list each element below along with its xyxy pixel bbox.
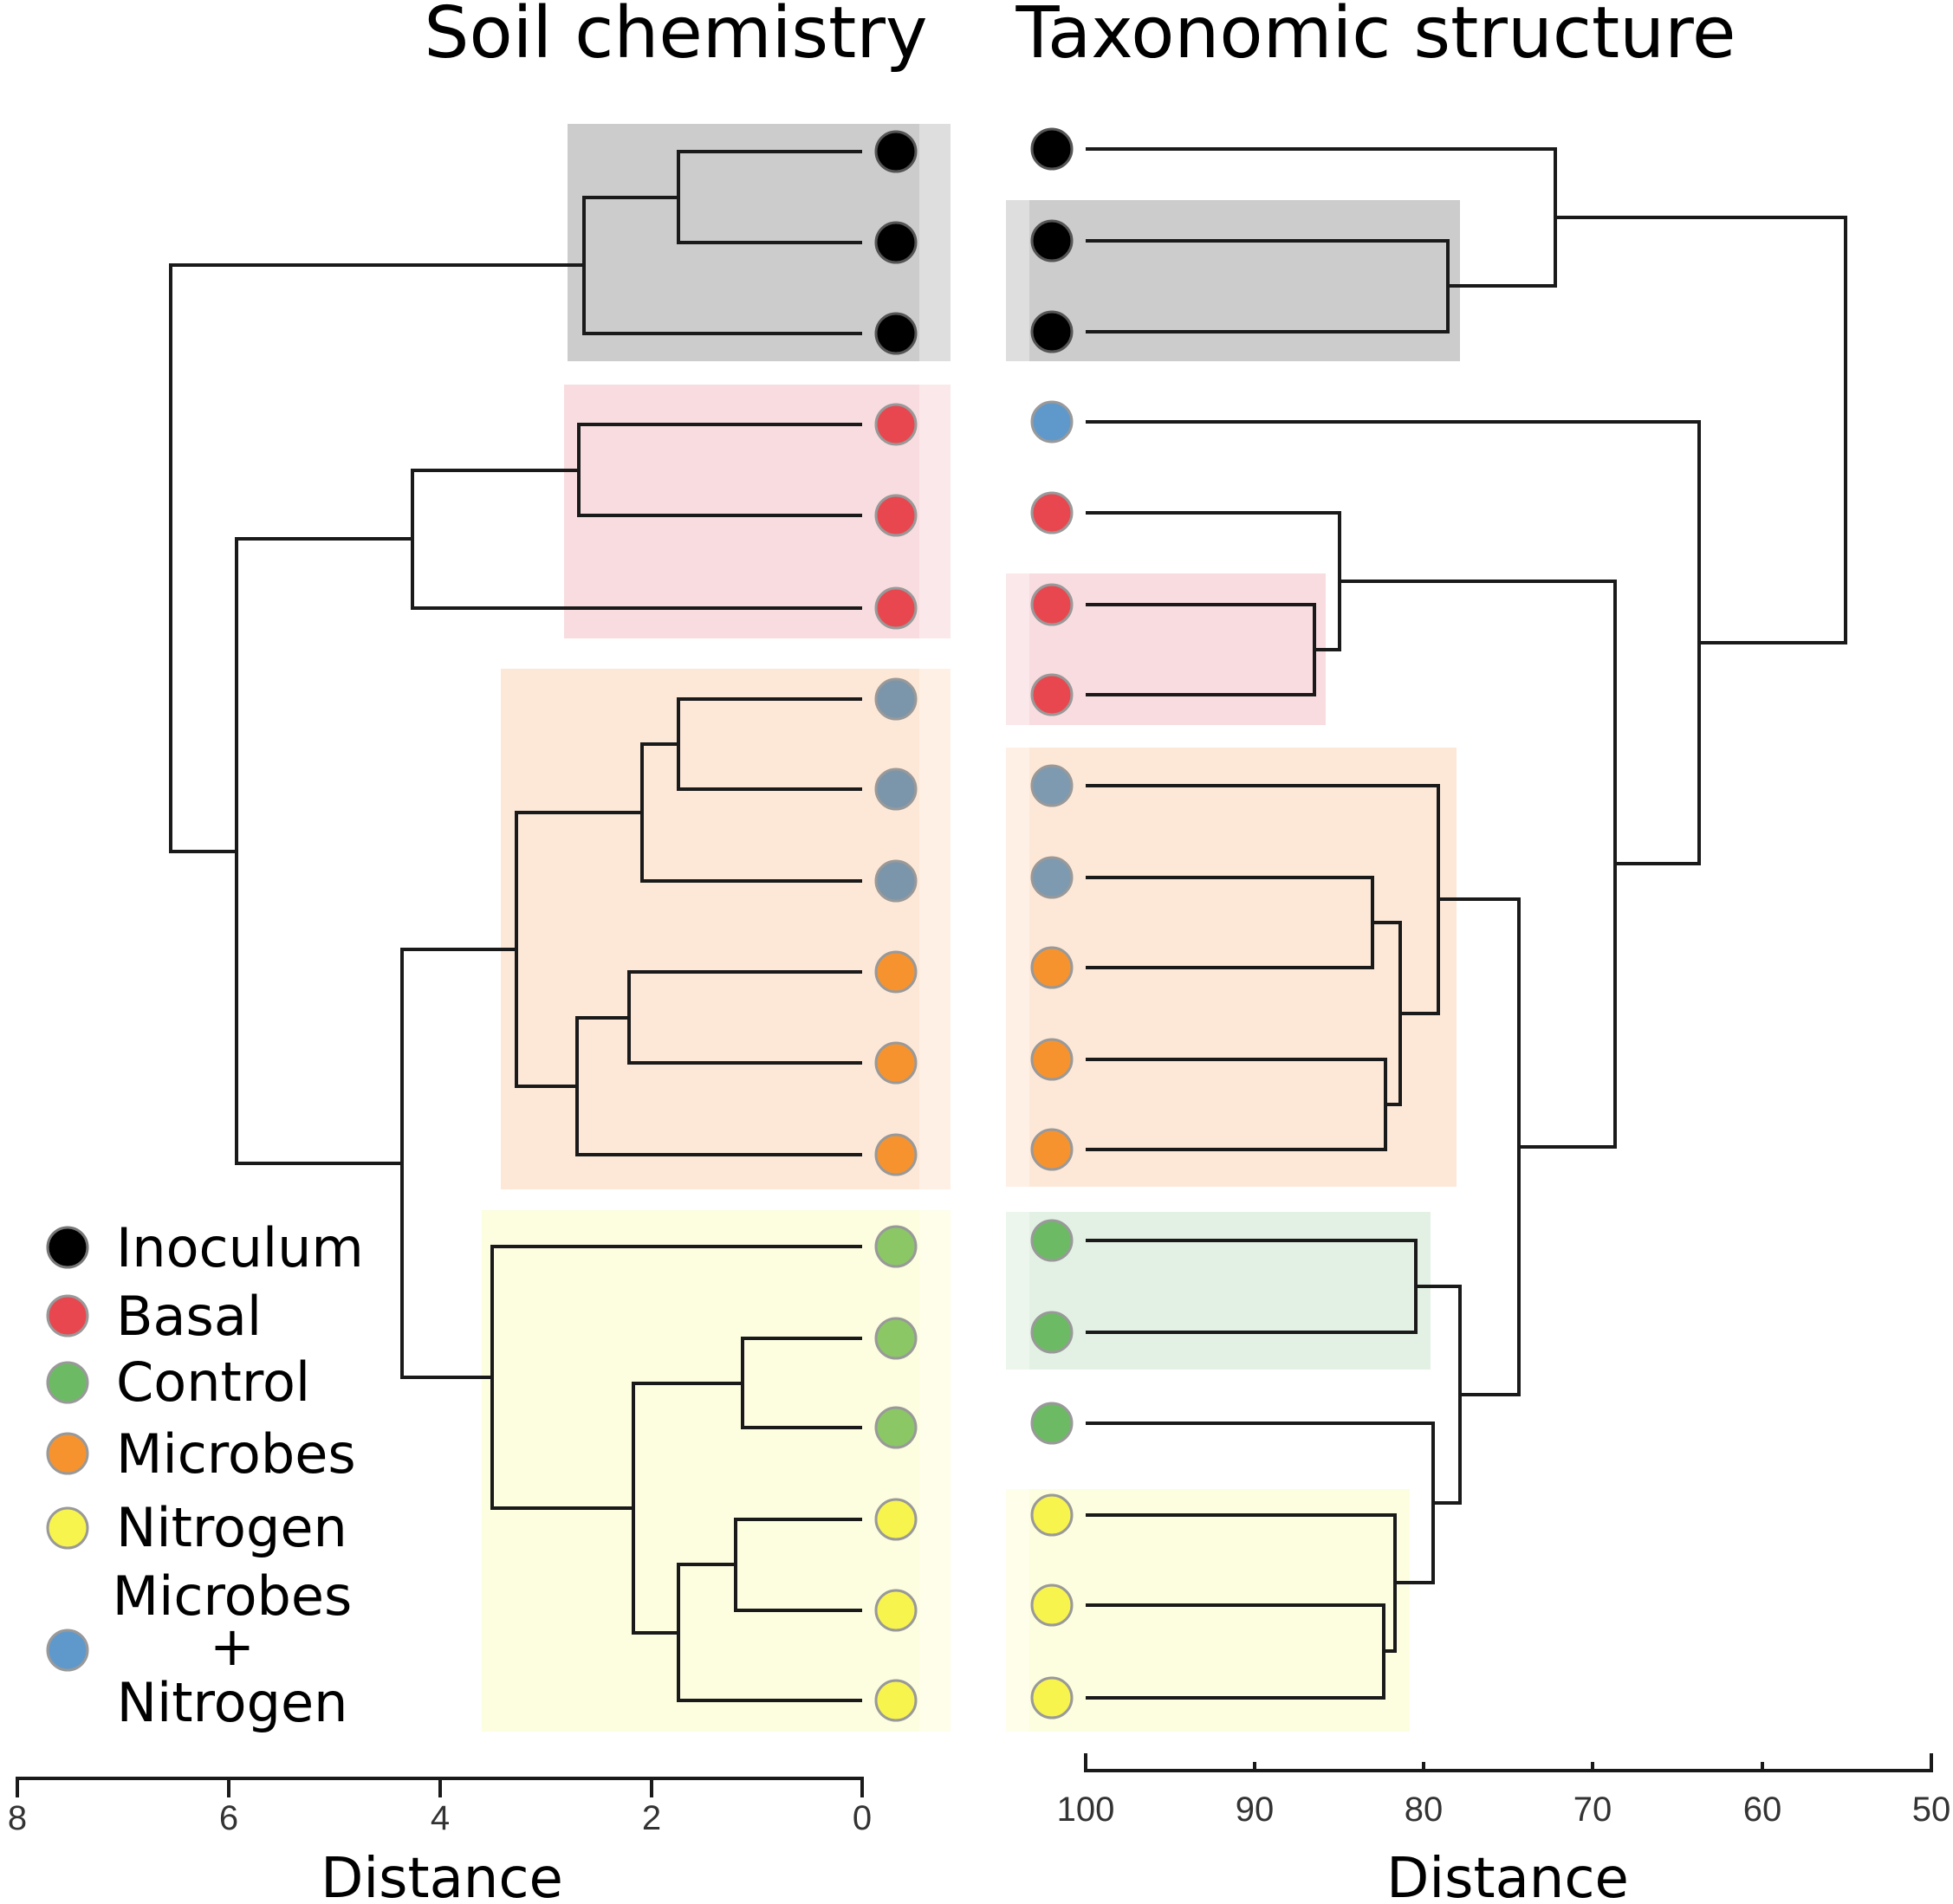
legend-item-control: Control <box>46 1350 310 1414</box>
branch <box>1555 216 1847 644</box>
sample-inoculum <box>874 130 918 173</box>
sample-microbes-nitrogen <box>1030 764 1074 807</box>
sample-inoculum <box>1030 219 1074 262</box>
axis-tick-label: 2 <box>642 1799 661 1837</box>
sample-microbes-nitrogen <box>874 677 918 721</box>
legend-item-inoculum: Inoculum <box>46 1216 364 1279</box>
legend-item-microbes: Microbes <box>46 1422 356 1486</box>
sample-nitrogen <box>874 1679 918 1722</box>
sample-basal <box>1030 491 1074 534</box>
taxonomic-structure-dendrogram: 100 90 80 70 60 50 Distance <box>1006 127 1951 1904</box>
legend-label: Control <box>116 1350 310 1414</box>
inoculum-group-shade <box>1006 200 1460 361</box>
leaf-strip <box>1006 573 1029 725</box>
sample-microbes <box>1030 1038 1074 1081</box>
sample-microbes <box>1030 946 1074 989</box>
sample-microbes-nitrogen <box>1030 856 1074 899</box>
control-group-shade <box>1006 1212 1431 1370</box>
leaf-strip <box>1006 200 1029 361</box>
axis-tick-label: 90 <box>1236 1791 1275 1829</box>
leaf-strip <box>919 124 951 361</box>
legend-label-line: + <box>210 1615 255 1678</box>
legend-item-basal: Basal <box>46 1285 262 1348</box>
sample-control <box>1030 1219 1074 1262</box>
legend-label: Microbes <box>116 1422 356 1486</box>
sample-microbes-nitrogen <box>874 767 918 811</box>
legend-label-line: Microbes <box>113 1564 353 1628</box>
sample-microbes <box>874 1041 918 1085</box>
axis-tick-label: 6 <box>219 1799 238 1837</box>
soil-chemistry-axis: 8 6 4 2 0 Distance <box>8 1777 872 1904</box>
sample-basal <box>874 586 918 630</box>
sample-nitrogen <box>874 1498 918 1541</box>
sample-microbes <box>874 1133 918 1176</box>
microbes-group-shade <box>501 669 951 1189</box>
sample-basal <box>874 494 918 537</box>
axis-tick-label: 80 <box>1405 1791 1444 1829</box>
nitrogen-group-shade <box>1006 1489 1410 1732</box>
sample-inoculum <box>1030 127 1074 171</box>
taxonomic-structure-title: Taxonomic structure <box>1015 0 1736 74</box>
legend-swatch <box>46 1361 89 1404</box>
branch <box>235 537 412 1165</box>
legend-item-microbes-nitrogen: Microbes + Nitrogen <box>46 1564 353 1734</box>
legend-swatch <box>46 1226 89 1269</box>
sample-control <box>1030 1402 1074 1445</box>
nitrogen-group-shade <box>482 1210 951 1732</box>
sample-control <box>1030 1311 1074 1354</box>
leaf-strip <box>1006 1489 1029 1732</box>
sample-control <box>874 1317 918 1360</box>
soil-chemistry-title: Soil chemistry <box>424 0 927 74</box>
axis-tick-label: 70 <box>1573 1791 1612 1829</box>
leaf-strip <box>919 669 951 1189</box>
axis-tick-label: 50 <box>1912 1791 1951 1829</box>
branch <box>169 263 584 853</box>
sample-inoculum <box>874 312 918 355</box>
legend-item-nitrogen: Nitrogen <box>46 1496 347 1559</box>
legend-label: Nitrogen <box>116 1496 347 1559</box>
sample-microbes-nitrogen <box>1030 400 1074 444</box>
legend: Inoculum Basal Control Microbes Nitrogen… <box>46 1216 364 1734</box>
leaf-strip <box>919 1210 951 1732</box>
soil-chemistry-dendrogram: 8 6 4 2 0 Distance <box>8 124 951 1904</box>
sample-nitrogen <box>874 1589 918 1632</box>
sample-control <box>874 1406 918 1449</box>
sample-inoculum <box>874 221 918 264</box>
legend-swatch <box>46 1432 89 1475</box>
sample-microbes <box>874 950 918 994</box>
legend-label-line: Nitrogen <box>117 1671 348 1734</box>
legend-swatch <box>46 1506 89 1550</box>
sample-control <box>874 1225 918 1268</box>
leaf-strip <box>1006 748 1029 1187</box>
sample-microbes <box>1030 1128 1074 1171</box>
legend-label: Basal <box>116 1285 262 1348</box>
axis-tick-label: 8 <box>8 1799 27 1837</box>
legend-swatch <box>46 1294 89 1337</box>
axis-tick-label: 4 <box>431 1799 450 1837</box>
sample-inoculum <box>1030 310 1074 353</box>
axis-tick-label: 0 <box>853 1799 872 1837</box>
soil-chemistry-xlabel: Distance <box>321 1847 563 1904</box>
sample-basal <box>1030 583 1074 626</box>
legend-swatch <box>46 1629 89 1672</box>
leaf-strip <box>1006 1212 1029 1370</box>
leaf-strip <box>919 385 951 638</box>
sample-basal <box>1030 673 1074 716</box>
sample-nitrogen <box>1030 1493 1074 1537</box>
legend-label: Inoculum <box>116 1216 364 1279</box>
axis-tick-label: 100 <box>1057 1791 1115 1829</box>
axis-tick-label: 60 <box>1743 1791 1782 1829</box>
sample-nitrogen <box>1030 1583 1074 1627</box>
sample-basal <box>874 403 918 446</box>
taxonomic-structure-xlabel: Distance <box>1386 1847 1629 1904</box>
taxonomic-structure-axis: 100 90 80 70 60 50 Distance <box>1057 1753 1951 1904</box>
sample-microbes-nitrogen <box>874 859 918 903</box>
sample-nitrogen <box>1030 1676 1074 1719</box>
